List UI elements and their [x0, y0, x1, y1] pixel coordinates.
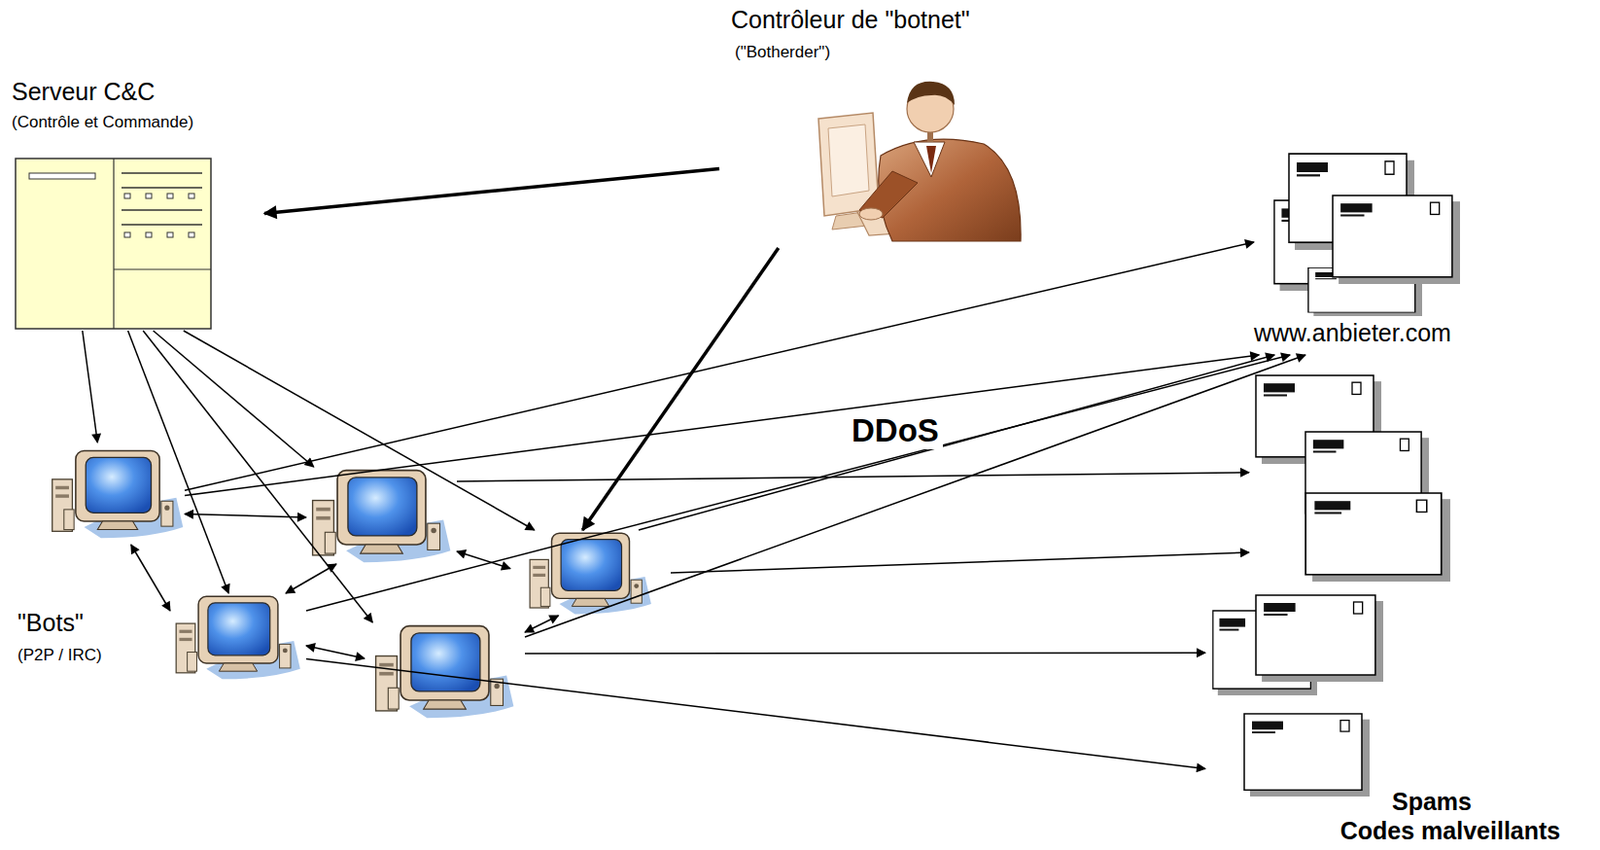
node-subtext: (Contrôle et Commande)	[11, 112, 194, 133]
command-arrow	[264, 168, 720, 213]
node-heading: Spams	[1391, 787, 1472, 816]
p2p-link	[285, 563, 337, 593]
command-arrow	[306, 659, 1206, 769]
command-arrow	[184, 242, 1254, 490]
cc-server: Serveur C&C (Contrôle et Commande)	[11, 75, 265, 331]
node-subtext: Codes malveillants	[1340, 816, 1561, 845]
command-arrow	[582, 247, 779, 530]
server-window	[15, 158, 211, 329]
bot-computer	[306, 466, 457, 564]
command-arrow	[184, 354, 1259, 496]
bot-computers	[52, 451, 652, 719]
target-pages	[1249, 369, 1473, 598]
node-heading: Serveur C&C	[11, 77, 155, 106]
command-arrow	[142, 330, 373, 623]
node-heading: Contrôleur de "botnet"	[730, 5, 971, 35]
command-arrow	[670, 552, 1250, 573]
node-heading: www.anbieter.com	[1253, 318, 1452, 348]
spam-pages: SpamsCodes malveillants	[1205, 588, 1595, 846]
command-arrow	[153, 330, 314, 467]
command-arrow	[638, 354, 1275, 530]
web-pages	[1213, 153, 1461, 797]
p2p-link	[131, 544, 171, 611]
attack-label: DDoS	[847, 412, 943, 450]
bot-computer	[50, 442, 185, 545]
bot-computer	[510, 529, 671, 616]
botherder: Contrôleur de "botnet" ("Botherder")	[719, 0, 1031, 248]
node-subtext: ("Botherder")	[734, 42, 831, 63]
target-website: www.anbieter.com	[1253, 145, 1512, 355]
p2p-link	[306, 645, 365, 659]
command-arrow	[524, 652, 1206, 655]
p2p-link	[524, 615, 559, 632]
bot-computer: "Bots"(P2P / IRC)	[170, 592, 307, 681]
command-arrow	[306, 354, 1290, 611]
command-arrow	[183, 330, 535, 530]
bot-computer	[364, 622, 525, 720]
command-arrow	[128, 330, 230, 593]
command-arrow	[524, 354, 1306, 637]
botherder-figure	[818, 81, 1021, 242]
node-heading: "Bots"	[17, 608, 84, 637]
command-arrow	[82, 330, 99, 443]
command-arrow	[456, 472, 1250, 482]
p2p-link	[184, 514, 307, 519]
node-subtext: (P2P / IRC)	[17, 645, 103, 665]
